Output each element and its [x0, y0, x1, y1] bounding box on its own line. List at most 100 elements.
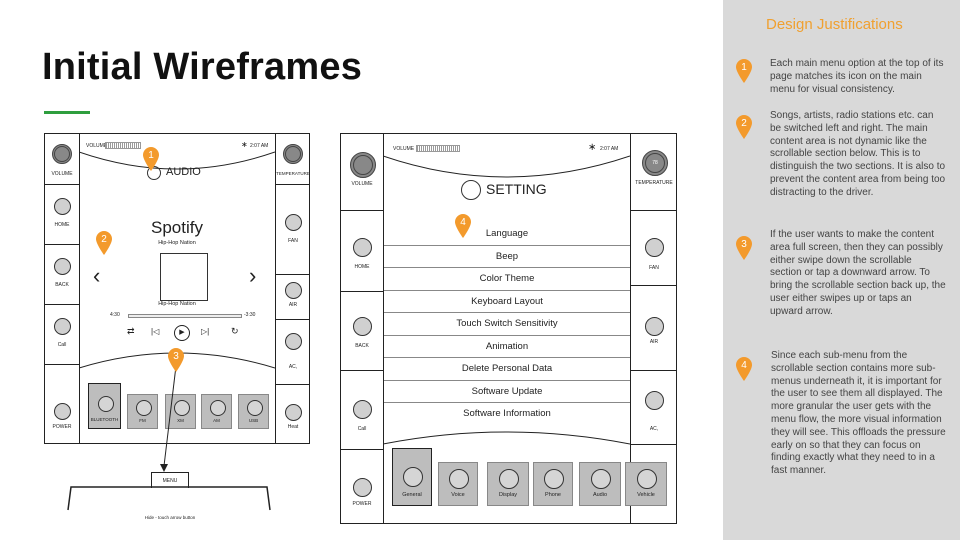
menu-item-software-information[interactable]: Software Information	[463, 408, 551, 419]
setting-heading-icon	[461, 180, 481, 200]
pin-icon	[736, 59, 752, 83]
audio-right-air[interactable]: AIR	[276, 274, 310, 320]
audio-left-power[interactable]: POWER	[45, 364, 79, 443]
skip-forward-icon[interactable]: ▷|	[201, 327, 210, 336]
audio-source-name: Spotify	[151, 218, 203, 237]
menu-tab-label: MENU	[162, 478, 178, 484]
menu-item-language[interactable]: Language	[384, 223, 630, 246]
home-button-icon	[54, 198, 71, 215]
menu-item-color-theme[interactable]: Color Theme	[384, 268, 630, 291]
audio-tile-fm[interactable]: FM	[127, 394, 158, 429]
audio-left-back[interactable]: BACK	[45, 244, 79, 305]
setting-tile-label: Voice	[451, 492, 465, 498]
audio-right-ac[interactable]: AC,	[276, 319, 310, 385]
audio-tile-label: AM	[213, 418, 220, 423]
pin-number: 1	[148, 150, 154, 161]
repeat-icon[interactable]: ↻	[231, 326, 239, 336]
audio-tile-xm[interactable]: XM	[165, 394, 196, 429]
back-button-icon	[353, 317, 372, 336]
menu-item-touch-switch[interactable]: Touch Switch Sensitivity	[384, 313, 630, 336]
audio-tile-bluetooth[interactable]: BLUETOOTH	[88, 383, 121, 429]
callout-pin-2: 2	[95, 230, 113, 256]
shuffle-icon[interactable]: ⇄	[127, 326, 135, 336]
setting-left-power[interactable]: POWER	[341, 449, 383, 523]
justification-pin-4: 4	[735, 356, 753, 382]
fan-button-icon	[645, 238, 664, 257]
menu-item-animation[interactable]: Animation	[384, 336, 630, 358]
audio-right-label: Heat	[287, 424, 299, 430]
setting-right-label: FAN	[649, 265, 659, 271]
setting-heading: SETTING	[486, 181, 547, 197]
progress-track[interactable]	[128, 314, 242, 318]
justification-text-2: Songs, artists, radio stations etc. can …	[770, 110, 946, 198]
volume-knob-icon	[350, 152, 376, 178]
setting-left-label: POWER	[352, 501, 372, 507]
setting-tile-label: Vehicle	[637, 492, 655, 498]
setting-tile-audio[interactable]: Audio	[579, 462, 621, 506]
menu-item-delete-data[interactable]: Delete Personal Data	[384, 358, 630, 381]
audio-right-heat[interactable]: Heat	[276, 384, 310, 443]
callout-pin-3: 3	[167, 347, 185, 373]
air-button-icon	[645, 317, 664, 336]
audio-tile-am[interactable]: AM	[201, 394, 232, 429]
setting-tile-display[interactable]: Display	[487, 462, 529, 506]
setting-left-call[interactable]: Call	[341, 370, 383, 450]
audio-tile-label: USB	[248, 418, 259, 423]
setting-right-fan[interactable]: FAN	[631, 210, 677, 286]
tile-icon	[246, 400, 263, 416]
tile-icon	[135, 400, 152, 416]
audio-right-temperature[interactable]: TEMPERATURE	[276, 134, 310, 185]
audio-left-call[interactable]: Call	[45, 304, 79, 365]
pin-number: 3	[741, 239, 747, 250]
audio-left-label: HOME	[54, 222, 70, 228]
setting-left-home[interactable]: HOME	[341, 210, 383, 292]
setting-right-temperature[interactable]: 78 TEMPERATURE	[631, 134, 677, 211]
audio-left-column: VOLUME HOME BACK Call POWER	[45, 134, 80, 443]
setting-tile-label: Display	[498, 492, 518, 498]
setting-tile-phone[interactable]: Phone	[533, 462, 573, 506]
skip-back-icon[interactable]: |◁	[151, 327, 160, 336]
pin-number: 2	[101, 234, 107, 245]
menu-item-keyboard-layout[interactable]: Keyboard Layout	[384, 291, 630, 313]
album-art	[160, 253, 208, 301]
tile-icon	[97, 396, 114, 412]
setting-tile-general[interactable]: General	[392, 448, 432, 506]
setting-tile-label: Audio	[592, 492, 608, 498]
temperature-knob-icon: 78	[642, 150, 668, 176]
audio-wireframe: VOLUME HOME BACK Call POWER TEMPERATURE …	[44, 133, 310, 444]
temperature-knob-icon	[283, 144, 303, 164]
pin-icon	[455, 214, 471, 238]
menu-item-software-update[interactable]: Software Update	[384, 381, 630, 403]
audio-right-label: FAN	[288, 238, 298, 244]
callout-pin-1: 1	[142, 146, 160, 172]
menu-item-beep[interactable]: Beep	[384, 246, 630, 268]
setting-right-air[interactable]: AIR	[631, 285, 677, 371]
menu-tab[interactable]: MENU	[151, 472, 189, 488]
setting-left-volume[interactable]: VOLUME	[341, 134, 383, 211]
justification-text-1: Each main menu option at the top of its …	[770, 58, 944, 95]
setting-tile-vehicle[interactable]: Vehicle	[625, 462, 667, 506]
setting-right-column: 78 TEMPERATURE FAN AIR AC,	[630, 134, 677, 523]
pin-icon	[736, 236, 752, 260]
audio-left-home[interactable]: HOME	[45, 184, 79, 245]
next-arrow-icon[interactable]: ›	[249, 263, 257, 288]
audio-right-label: AIR	[288, 302, 298, 308]
audio-left-volume[interactable]: VOLUME	[45, 134, 79, 185]
tile-icon	[449, 469, 469, 489]
audio-right-fan[interactable]: FAN	[276, 184, 310, 275]
pin-icon	[143, 147, 159, 171]
volume-level-bar	[416, 145, 460, 152]
audio-playlist-bottom: Hip-Hop Nation	[158, 301, 196, 307]
audio-right-label: AC,	[288, 364, 298, 370]
bluetooth-icon: ∗	[241, 140, 248, 149]
setting-menu-list: Language Beep Color Theme Keyboard Layou…	[384, 223, 630, 426]
setting-left-back[interactable]: BACK	[341, 291, 383, 371]
setting-tile-voice[interactable]: Voice	[438, 462, 478, 506]
pin-icon	[96, 231, 112, 255]
tile-icon	[209, 400, 226, 416]
setting-right-ac[interactable]: AC,	[631, 370, 677, 445]
pin-number: 3	[173, 351, 179, 362]
play-button-icon[interactable]: ▶	[174, 325, 190, 341]
audio-tile-usb[interactable]: USB	[238, 394, 269, 429]
previous-arrow-icon[interactable]: ‹	[93, 263, 101, 288]
